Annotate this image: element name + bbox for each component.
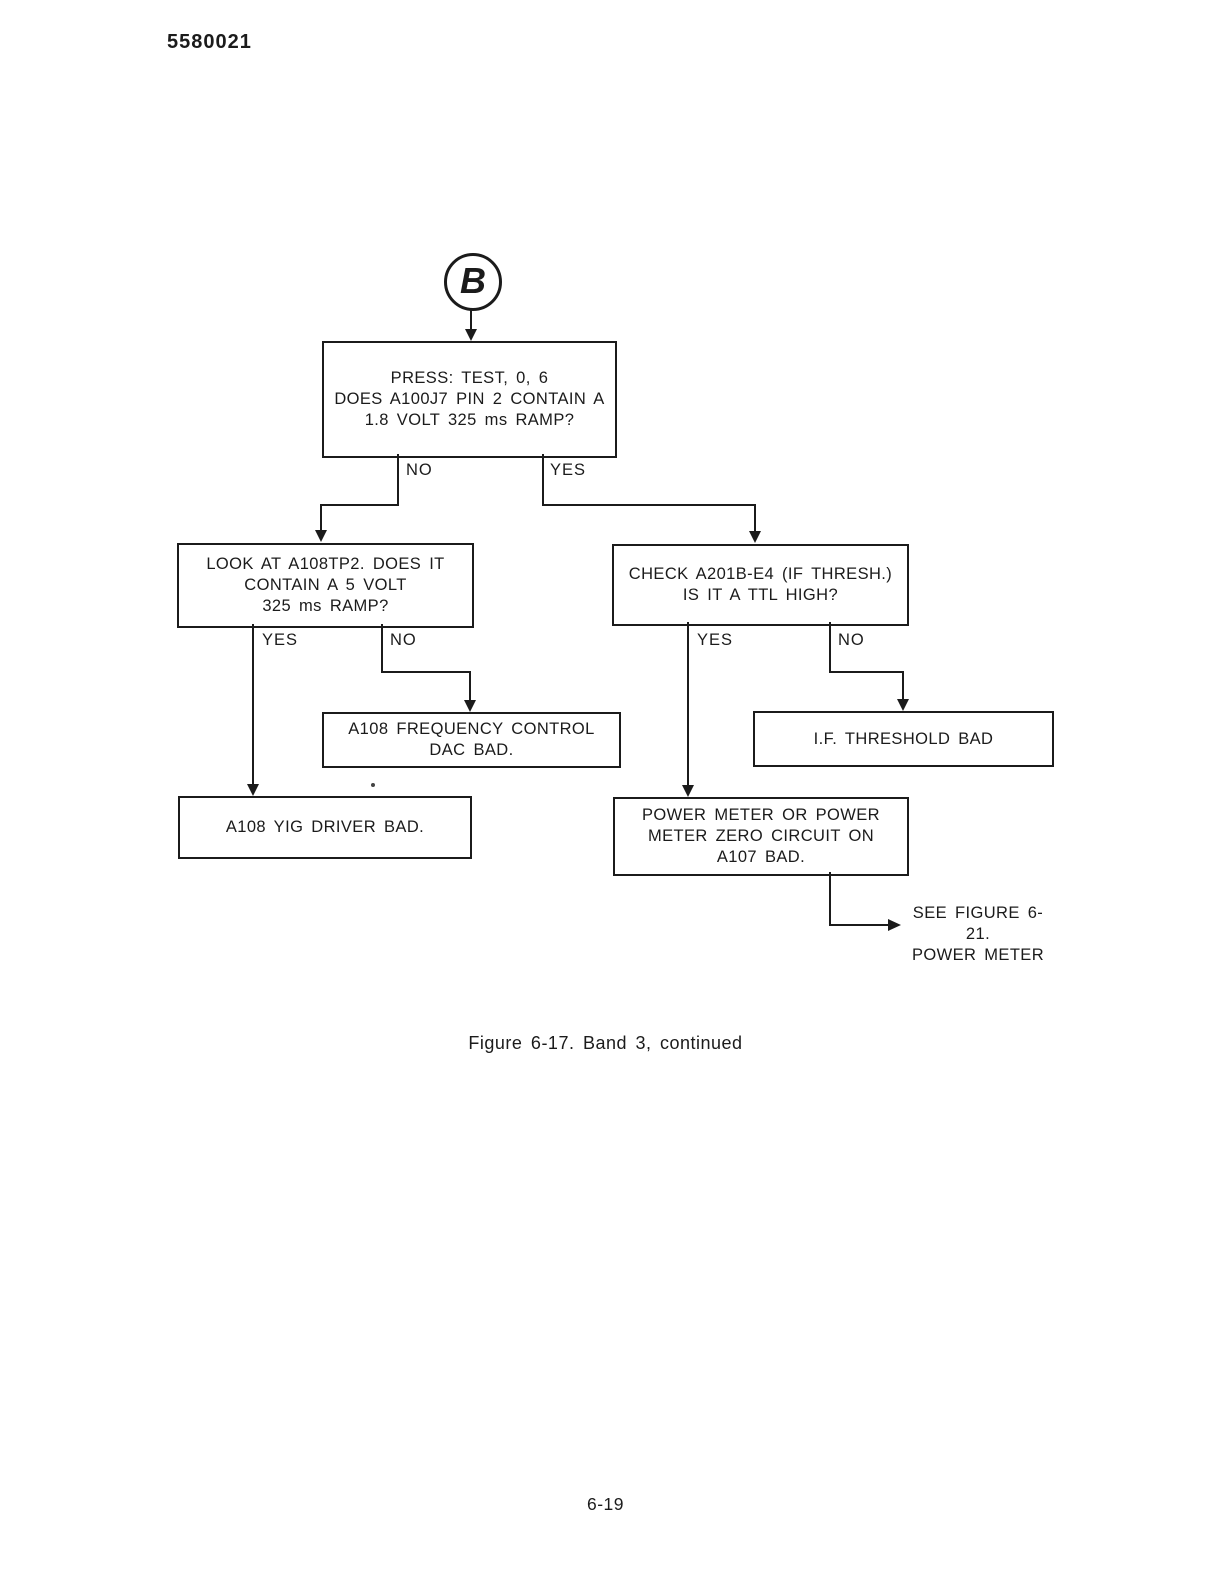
flow-box-yig-driver-bad: A108 YIG DRIVER BAD. xyxy=(178,796,472,859)
edge-press-no xyxy=(320,504,399,506)
arrow-right-icon xyxy=(888,919,901,931)
arrow-down-icon xyxy=(315,530,327,542)
box-text-line: CONTAIN A 5 VOLT xyxy=(244,576,407,594)
edge-power-to-see-figure xyxy=(829,924,890,926)
box-text-line: 325 ms RAMP? xyxy=(262,597,389,615)
branch-label-no: NO xyxy=(390,631,417,649)
box-text-line: IS IT A TTL HIGH? xyxy=(682,586,839,604)
connector-label: B xyxy=(460,260,486,301)
box-text-line: A108 FREQUENCY CONTROL xyxy=(348,720,595,738)
branch-label-yes: YES xyxy=(262,631,299,649)
see-figure-annotation: SEE FIGURE 6-21. POWER METER xyxy=(902,903,1054,966)
annotation-line: SEE FIGURE 6-21. xyxy=(912,904,1044,943)
edge-look-no xyxy=(469,671,471,702)
page-number: 6-19 xyxy=(586,1494,625,1514)
arrow-down-icon xyxy=(465,329,477,341)
box-text-line: A108 YIG DRIVER BAD. xyxy=(225,818,425,836)
edge-press-no xyxy=(397,454,399,506)
box-text-line: LOOK AT A108TP2. DOES IT xyxy=(206,555,445,573)
edge-press-yes xyxy=(542,454,544,506)
arrow-down-icon xyxy=(464,700,476,712)
doc-number: 5580021 xyxy=(167,31,252,53)
flow-box-if-threshold-bad: I.F. THRESHOLD BAD xyxy=(753,711,1054,767)
branch-label-no: NO xyxy=(406,461,433,479)
flow-box-power-meter-bad: POWER METER OR POWER METER ZERO CIRCUIT … xyxy=(613,797,909,876)
edge-look-no xyxy=(381,624,383,673)
box-text-line: DOES A100J7 PIN 2 CONTAIN A xyxy=(334,390,605,408)
flow-box-dac-bad: A108 FREQUENCY CONTROL DAC BAD. xyxy=(322,712,621,768)
figure-caption: Figure 6-17. Band 3, continued xyxy=(468,1033,743,1053)
flow-box-check-a201b: CHECK A201B-E4 (IF THRESH.) IS IT A TTL … xyxy=(612,544,909,626)
edge-check-no xyxy=(829,671,904,673)
box-text-line: CHECK A201B-E4 (IF THRESH.) xyxy=(628,565,893,583)
edge-check-yes xyxy=(687,622,689,787)
edge-press-yes xyxy=(754,504,756,533)
branch-label-no: NO xyxy=(838,631,865,649)
annotation-line: POWER METER xyxy=(911,946,1045,964)
flow-box-press-test: PRESS: TEST, 0, 6 DOES A100J7 PIN 2 CONT… xyxy=(322,341,617,458)
edge-press-no xyxy=(320,504,322,532)
arrow-down-icon xyxy=(247,784,259,796)
edge-look-no xyxy=(381,671,471,673)
edge-check-no xyxy=(902,671,904,701)
box-text-line: POWER METER OR POWER xyxy=(642,806,880,824)
box-text-line: I.F. THRESHOLD BAD xyxy=(813,729,994,748)
edge-look-yes xyxy=(252,624,254,786)
branch-label-yes: YES xyxy=(550,461,587,479)
edge-press-yes xyxy=(542,504,756,506)
flow-box-look-a108tp2: LOOK AT A108TP2. DOES IT CONTAIN A 5 VOL… xyxy=(177,543,474,628)
box-text-line: METER ZERO CIRCUIT ON xyxy=(647,827,875,845)
arrow-down-icon xyxy=(682,785,694,797)
branch-label-yes: YES xyxy=(697,631,734,649)
flow-connector-b: B xyxy=(444,253,502,311)
arrow-down-icon xyxy=(897,699,909,711)
scan-artifact-dot xyxy=(371,783,375,787)
edge-check-no xyxy=(829,622,831,673)
edge-b-to-press xyxy=(470,308,472,332)
box-text-line: A107 BAD. xyxy=(716,848,806,866)
arrow-down-icon xyxy=(749,531,761,543)
edge-power-to-see-figure xyxy=(829,872,831,926)
box-text-line: DAC BAD. xyxy=(429,741,514,759)
box-text-line: PRESS: TEST, 0, 6 xyxy=(390,369,549,387)
box-text-line: 1.8 VOLT 325 ms RAMP? xyxy=(364,411,575,429)
